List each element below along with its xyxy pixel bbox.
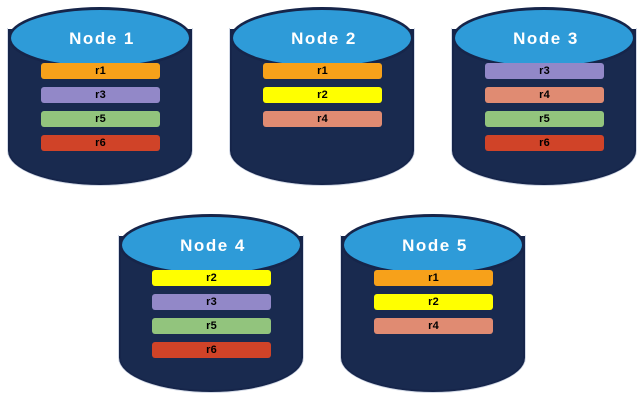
shard-label: r5 <box>206 319 217 332</box>
shard-bar-r1[interactable]: r1 <box>41 63 160 79</box>
shard-bar-r5[interactable]: r5 <box>485 111 604 127</box>
shard-list: r1 r2 r4 <box>263 63 382 127</box>
shard-label: r5 <box>95 112 106 125</box>
shard-bar-r5[interactable]: r5 <box>152 318 271 334</box>
shard-bar-r4[interactable]: r4 <box>263 111 382 127</box>
cylinder-top: Node 1 <box>8 7 192 69</box>
shard-bar-r6[interactable]: r6 <box>485 135 604 151</box>
shard-bar-r2[interactable]: r2 <box>263 87 382 103</box>
node-label: Node 4 <box>180 235 246 255</box>
shard-label: r1 <box>428 271 439 284</box>
node-label: Node 1 <box>69 28 135 48</box>
cylinder-top: Node 5 <box>341 214 525 276</box>
shard-bar-r2[interactable]: r2 <box>374 294 493 310</box>
shard-bar-r5[interactable]: r5 <box>41 111 160 127</box>
cylinder-top: Node 4 <box>119 214 303 276</box>
cylinder-top: Node 2 <box>230 7 414 69</box>
shard-label: r4 <box>539 88 550 101</box>
shard-bar-r6[interactable]: r6 <box>41 135 160 151</box>
cylinder-top: Node 3 <box>452 7 636 69</box>
shard-label: r6 <box>95 136 106 149</box>
shard-bar-r6[interactable]: r6 <box>152 342 271 358</box>
node-label: Node 5 <box>402 235 468 255</box>
shard-label: r6 <box>206 343 217 356</box>
shard-bar-r1[interactable]: r1 <box>374 270 493 286</box>
shard-label: r5 <box>539 112 550 125</box>
shard-bar-r3[interactable]: r3 <box>485 63 604 79</box>
shard-bar-r2[interactable]: r2 <box>152 270 271 286</box>
database-node-3[interactable]: Node 3 r3 r4 r5 r6 <box>451 7 637 186</box>
shard-label: r3 <box>95 88 106 101</box>
shard-bar-r4[interactable]: r4 <box>374 318 493 334</box>
shard-label: r3 <box>539 64 550 77</box>
shard-list: r1 r2 r4 <box>374 270 493 334</box>
shard-bar-r3[interactable]: r3 <box>152 294 271 310</box>
database-node-1[interactable]: Node 1 r1 r3 r5 r6 <box>7 7 193 186</box>
shard-bar-r1[interactable]: r1 <box>263 63 382 79</box>
shard-label: r2 <box>206 271 217 284</box>
shard-label: r2 <box>428 295 439 308</box>
database-node-2[interactable]: Node 2 r1 r2 r4 <box>229 7 415 186</box>
shard-list: r1 r3 r5 r6 <box>41 63 160 151</box>
shard-label: r4 <box>428 319 439 332</box>
shard-label: r3 <box>206 295 217 308</box>
database-node-4[interactable]: Node 4 r2 r3 r5 r6 <box>118 214 304 393</box>
shard-label: r1 <box>95 64 106 77</box>
shard-bar-r3[interactable]: r3 <box>41 87 160 103</box>
shard-label: r6 <box>539 136 550 149</box>
node-label: Node 2 <box>291 28 357 48</box>
shard-list: r2 r3 r5 r6 <box>152 270 271 358</box>
shard-label: r1 <box>317 64 328 77</box>
node-label: Node 3 <box>513 28 579 48</box>
shard-list: r3 r4 r5 r6 <box>485 63 604 151</box>
database-node-5[interactable]: Node 5 r1 r2 r4 <box>340 214 526 393</box>
shard-bar-r4[interactable]: r4 <box>485 87 604 103</box>
shard-label: r2 <box>317 88 328 101</box>
shard-label: r4 <box>317 112 328 125</box>
